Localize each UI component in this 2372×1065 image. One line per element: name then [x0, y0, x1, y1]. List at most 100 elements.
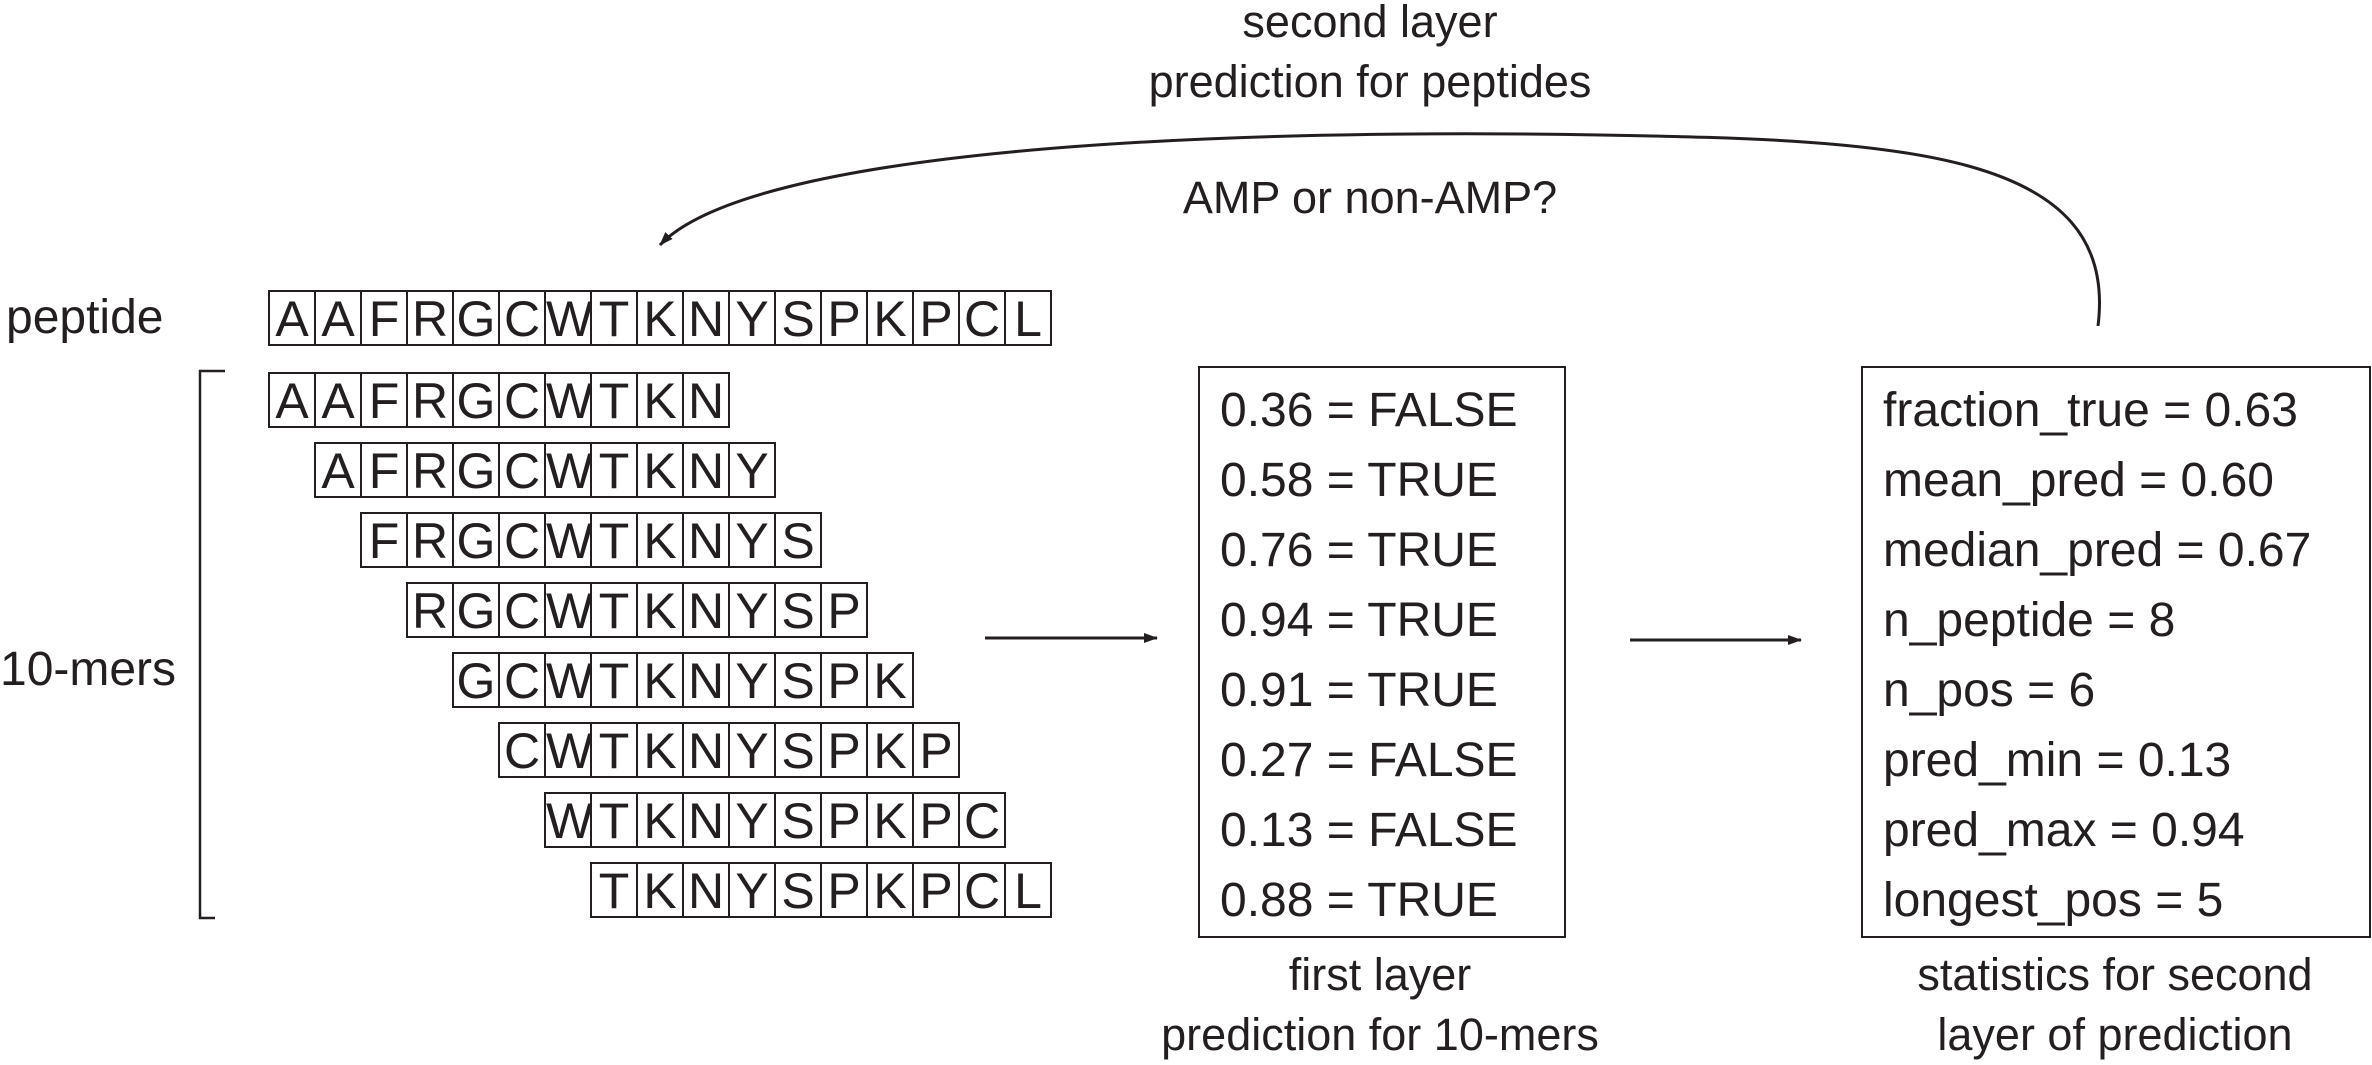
residue-cell: G — [452, 512, 500, 568]
residue-cell: Y — [728, 290, 776, 346]
kmer-prediction-row: 0.13 = FALSE — [1220, 804, 1518, 857]
residue-cell: K — [636, 652, 684, 708]
residue-cell: W — [544, 582, 594, 639]
residue-cell: K — [636, 862, 684, 918]
residue-cell: T — [590, 652, 638, 708]
residue-cell: F — [360, 512, 408, 568]
residue-cell: R — [406, 582, 454, 638]
first-layer-caption-line1: first layer — [1288, 949, 1472, 1000]
statistic-row: fraction_true = 0.63 — [1883, 384, 2298, 437]
residue-cell: N — [682, 582, 730, 638]
residue-cell: N — [682, 290, 730, 346]
residue-cell: W — [544, 722, 594, 779]
residue-cell: P — [820, 290, 868, 346]
residue-cell: W — [544, 652, 594, 709]
residue-cell: C — [498, 290, 546, 346]
statistic-row: n_peptide = 8 — [1883, 594, 2176, 647]
residue-cell: Y — [728, 792, 776, 848]
residue-cell: A — [314, 290, 362, 346]
kmer-prediction-row: 0.91 = TRUE — [1220, 664, 1498, 717]
statistic-row: n_pos = 6 — [1883, 664, 2096, 717]
statistics-caption-line1: statistics for second — [1917, 949, 2313, 1000]
residue-cell: N — [682, 442, 730, 498]
residue-cell: P — [912, 290, 960, 346]
residue-cell: K — [636, 792, 684, 848]
residue-cell: K — [866, 792, 914, 848]
kmer-prediction-row: 0.94 = TRUE — [1220, 594, 1498, 647]
residue-cell: R — [406, 512, 454, 568]
residue-cell: K — [636, 442, 684, 498]
residue-cell: Y — [728, 862, 776, 918]
residue-cell: P — [912, 862, 960, 918]
residue-cell: K — [636, 722, 684, 778]
residue-cell: K — [636, 372, 684, 428]
residue-cell: S — [774, 290, 822, 346]
kmers-label: 10-mers — [0, 643, 177, 696]
statistic-row: longest_pos = 5 — [1883, 874, 2224, 927]
residue-cell: Y — [728, 652, 776, 708]
residue-cell: S — [774, 512, 822, 568]
statistic-row: pred_max = 0.94 — [1883, 804, 2245, 857]
residue-cell: C — [958, 862, 1006, 918]
residue-cell: K — [636, 582, 684, 638]
residue-cell: R — [406, 442, 454, 498]
residue-cell: K — [866, 290, 914, 346]
peptide-label: peptide — [6, 291, 164, 344]
first-layer-caption: first layer prediction for 10-mers — [1100, 945, 1660, 1065]
residue-cell: P — [820, 722, 868, 778]
residue-cell: P — [912, 722, 960, 778]
residue-cell: Y — [728, 512, 776, 568]
statistics-caption: statistics for second layer of predictio… — [1860, 945, 2370, 1065]
residue-cell: S — [774, 582, 822, 638]
residue-cell: A — [314, 372, 362, 428]
residue-cell: Y — [728, 442, 776, 498]
kmer-prediction-row: 0.76 = TRUE — [1220, 524, 1498, 577]
residue-cell: L — [1004, 862, 1052, 918]
residue-cell: K — [866, 652, 914, 708]
residue-cell: T — [590, 862, 638, 918]
top-caption: second layer prediction for peptides — [1070, 0, 1670, 112]
residue-cell: C — [958, 792, 1006, 848]
residue-cell: K — [866, 722, 914, 778]
statistics-caption-line2: layer of prediction — [1937, 1009, 2293, 1060]
residue-cell: P — [820, 652, 868, 708]
residue-cell: N — [682, 792, 730, 848]
residue-cell: R — [406, 290, 454, 346]
residue-cell: S — [774, 862, 822, 918]
residue-cell: W — [544, 290, 594, 347]
residue-cell: L — [1004, 290, 1052, 346]
residue-cell: W — [544, 792, 594, 849]
residue-cell: P — [820, 792, 868, 848]
residue-cell: G — [452, 582, 500, 638]
residue-cell: N — [682, 372, 730, 428]
residue-cell: T — [590, 290, 638, 346]
residue-cell: C — [498, 722, 546, 778]
kmers-bracket — [198, 369, 225, 920]
residue-cell: S — [774, 722, 822, 778]
kmer-prediction-row: 0.58 = TRUE — [1220, 454, 1498, 507]
residue-cell: T — [590, 722, 638, 778]
residue-cell: P — [820, 582, 868, 638]
residue-cell: T — [590, 792, 638, 848]
residue-cell: G — [452, 652, 500, 708]
residue-cell: G — [452, 442, 500, 498]
residue-cell: Y — [728, 722, 776, 778]
residue-cell: S — [774, 792, 822, 848]
residue-cell: A — [268, 372, 316, 428]
residue-cell: S — [774, 652, 822, 708]
feedback-arrow — [658, 132, 2101, 327]
top-caption-line2: prediction for peptides — [1148, 56, 1592, 107]
residue-cell: N — [682, 722, 730, 778]
residue-cell: K — [866, 862, 914, 918]
residue-cell: A — [268, 290, 316, 346]
residue-cell: T — [590, 372, 638, 428]
